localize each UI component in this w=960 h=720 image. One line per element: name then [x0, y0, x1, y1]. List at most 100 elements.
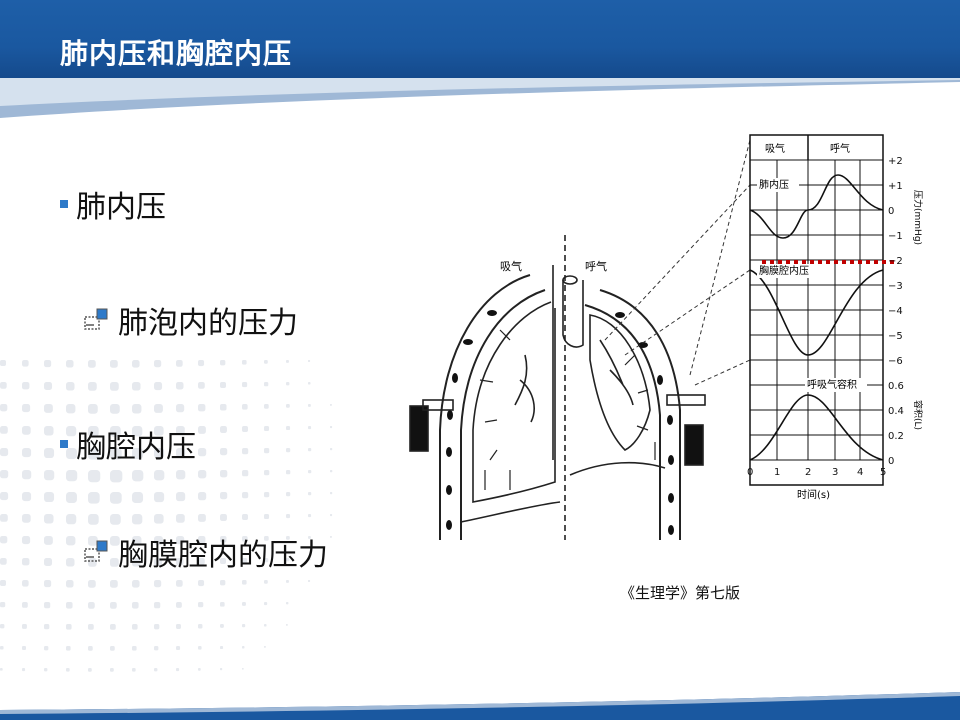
background-dot: [198, 382, 205, 389]
background-dot: [286, 536, 290, 540]
background-dot: [110, 382, 119, 391]
panel-lung-pressure-label: 肺内压: [759, 178, 789, 191]
bullet-square-icon: [60, 200, 68, 208]
background-dot: [154, 404, 163, 413]
background-dot: [22, 360, 29, 367]
background-dot: [264, 360, 268, 364]
background-dot: [198, 426, 206, 434]
slide-title: 肺内压和胸腔内压: [60, 37, 293, 70]
ptick: −2: [888, 256, 903, 267]
background-dot: [0, 404, 8, 412]
background-dot: [308, 492, 312, 496]
background-dot: [0, 580, 7, 587]
background-dot: [44, 668, 48, 672]
ttick: 5: [880, 467, 886, 478]
background-dot: [242, 646, 245, 649]
sub-bullet-icon: [84, 308, 108, 330]
background-dot: [330, 536, 332, 538]
background-dot: [308, 404, 311, 407]
background-dot: [220, 448, 228, 456]
ttick: 4: [857, 467, 863, 478]
background-dot: [0, 624, 5, 629]
background-dot: [110, 646, 115, 651]
background-dot: [110, 492, 122, 504]
background-dot: [22, 448, 32, 458]
background-dot: [220, 668, 223, 671]
bullet-thoracic-pressure: 胸腔内压: [60, 422, 196, 466]
background-dot: [88, 558, 97, 567]
background-dot: [264, 602, 268, 606]
vtick: 0.2: [888, 431, 904, 442]
background-dot: [176, 404, 185, 413]
ptick: −3: [888, 281, 903, 292]
background-dot: [308, 536, 311, 539]
background-dot: [242, 426, 249, 433]
background-dot: [44, 646, 49, 651]
background-dot: [66, 668, 70, 672]
background-dot: [0, 536, 8, 544]
background-dot: [88, 470, 101, 483]
background-dot: [22, 404, 31, 413]
background-dot: [0, 602, 6, 608]
background-dot: [0, 514, 8, 522]
background-dot: [132, 646, 137, 651]
background-dot: [242, 558, 248, 564]
background-dot: [132, 470, 144, 482]
background-dot: [220, 404, 227, 411]
header-swoosh: [0, 78, 960, 118]
background-dot: [264, 492, 270, 498]
background-dot: [264, 646, 266, 648]
background-dot: [220, 624, 224, 628]
background-dot: [44, 426, 54, 436]
background-dot: [286, 514, 291, 519]
background-dot: [110, 536, 120, 546]
background-dot: [198, 404, 206, 412]
background-dot: [286, 580, 289, 583]
background-dot: [330, 426, 333, 429]
background-dot: [198, 492, 207, 501]
background-dot: [132, 514, 143, 525]
vtick: 0.6: [888, 381, 904, 392]
background-dot: [308, 558, 311, 561]
background-dot: [330, 514, 333, 517]
bullet-square-icon: [60, 440, 68, 448]
background-dot: [110, 602, 117, 609]
background-dot: [286, 492, 291, 497]
background-dot: [44, 448, 55, 459]
background-dot: [220, 580, 226, 586]
background-dot: [154, 448, 165, 459]
background-dot: [286, 404, 290, 408]
background-dot: [22, 536, 31, 545]
ttick: 1: [774, 467, 780, 478]
background-dot: [0, 558, 7, 565]
background-dot: [66, 426, 77, 437]
background-dot: [88, 492, 100, 504]
background-dot: [110, 668, 114, 672]
background-dot: [220, 426, 227, 433]
background-dot: [22, 580, 29, 587]
background-dot: [132, 580, 140, 588]
time-axis-label: 时间(s): [797, 488, 830, 501]
background-dot: [242, 580, 247, 585]
phase-exhale: 呼气: [830, 142, 850, 155]
background-dot: [44, 360, 52, 368]
background-dot: [176, 624, 181, 629]
background-dot: [110, 426, 121, 437]
lung-pressure-curve: [749, 174, 884, 239]
ptick: −4: [888, 306, 903, 317]
background-dot: [176, 602, 182, 608]
background-dot: [132, 536, 142, 546]
background-dot: [66, 514, 77, 525]
background-dot: [154, 624, 160, 630]
background-dot: [286, 360, 289, 363]
background-dot: [88, 668, 92, 672]
background-dot: [154, 536, 163, 545]
background-dot: [132, 624, 138, 630]
background-dot: [154, 668, 158, 672]
background-dot: [0, 360, 7, 367]
background-dot: [176, 558, 184, 566]
background-dot: [308, 470, 312, 474]
bullet-label: 肺内压: [76, 190, 166, 225]
background-dot: [176, 426, 185, 435]
background-dot: [88, 602, 95, 609]
